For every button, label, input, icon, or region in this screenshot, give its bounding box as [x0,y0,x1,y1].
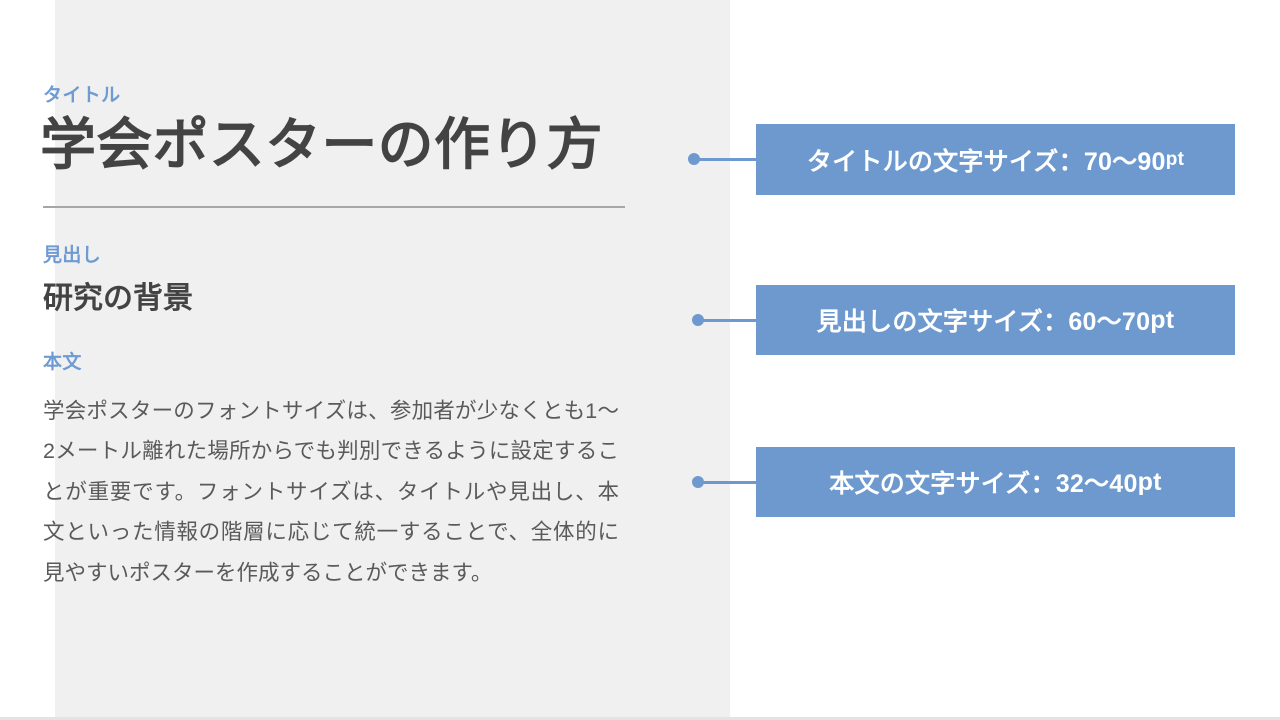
callout-title-unit: pt [1165,148,1185,170]
callout-heading-text: 見出しの文字サイズ：60〜70 [816,308,1151,336]
callout-title-text: タイトルの文字サイズ：70〜90 [806,147,1166,176]
title-label: タイトル [43,85,121,106]
section-heading: 研究の背景 [43,282,193,315]
connector-body [692,476,756,488]
connector-title [688,153,756,165]
body-paragraph: 学会ポスターのフォントサイズは、参加者が少なくとも1〜2メートル離れた場所からで… [43,399,619,585]
callout-heading-unit: pt [1150,305,1175,334]
title-divider [43,206,625,208]
connector-line [698,481,756,484]
callout-body-text: 本文の文字サイズ：32〜40 [829,470,1138,498]
poster-preview-panel [55,0,730,720]
callout-body-unit: pt [1137,467,1162,496]
connector-line [698,319,756,322]
heading-label: 見出し [43,245,102,266]
page-title: 学会ポスターの作り方 [40,113,603,176]
connector-heading [692,314,756,326]
body-label: 本文 [43,352,82,373]
connector-line [694,158,756,161]
bottom-divider [0,717,1280,720]
